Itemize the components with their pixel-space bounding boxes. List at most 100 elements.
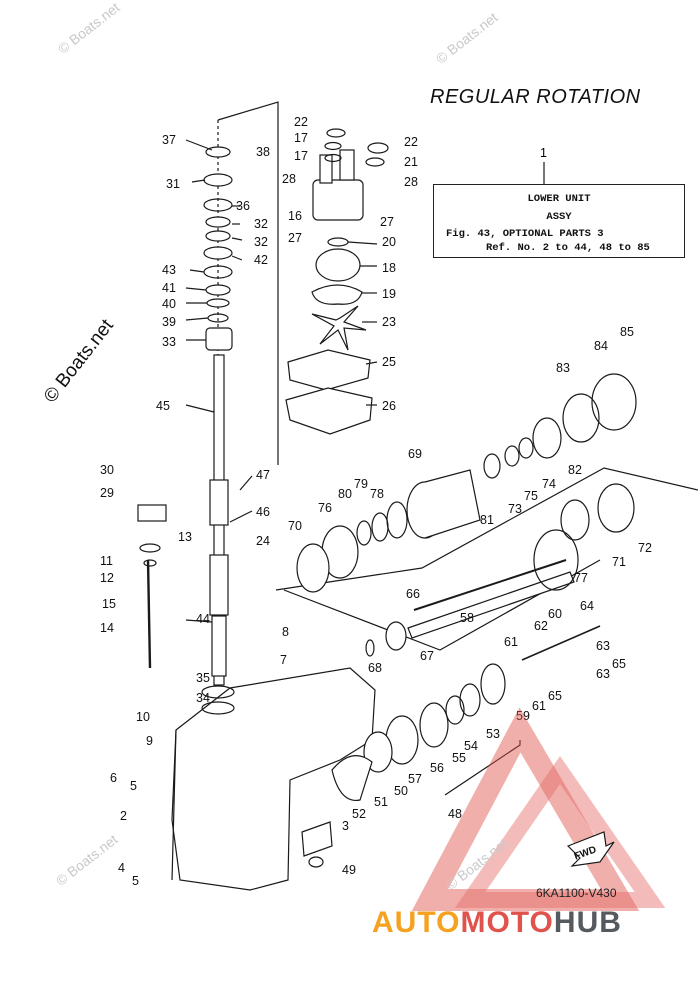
brand-wordmark: AUTOMOTOHUB (372, 906, 622, 940)
part-label-85: 85 (620, 325, 634, 339)
part-label-37: 37 (162, 133, 176, 147)
part-label-53: 53 (486, 727, 500, 741)
brand-part-3: HUB (553, 906, 622, 939)
part-label-23: 23 (382, 315, 396, 329)
part-label-32: 32 (254, 235, 268, 249)
part-label-63: 63 (596, 667, 610, 681)
part-label-61: 61 (504, 635, 518, 649)
info-line-2: ASSY (546, 211, 572, 223)
part-label-22: 22 (294, 115, 308, 129)
part-label-8: 8 (282, 625, 289, 639)
part-label-58: 58 (460, 611, 474, 625)
part-label-17: 17 (294, 149, 308, 163)
diagram-title: REGULAR ROTATION (430, 86, 641, 108)
part-label-22: 22 (404, 135, 418, 149)
diagram-code: 6KA1100-V430 (536, 886, 617, 900)
part-label-60: 60 (548, 607, 562, 621)
part-label-63: 63 (596, 639, 610, 653)
brand-part-2: MOTO (460, 906, 554, 939)
part-label-77: 77 (574, 571, 588, 585)
part-label-5: 5 (130, 779, 137, 793)
part-label-14: 14 (100, 621, 114, 635)
part-label-67: 67 (420, 649, 434, 663)
part-label-33: 33 (162, 335, 176, 349)
part-label-73: 73 (508, 502, 522, 516)
part-label-75: 75 (524, 489, 538, 503)
info-ref-number: 1 (540, 146, 547, 160)
part-label-13: 13 (178, 530, 192, 544)
part-label-11: 11 (100, 554, 113, 568)
part-label-32: 32 (254, 217, 268, 231)
part-label-15: 15 (102, 597, 116, 611)
part-label-10: 10 (136, 710, 150, 724)
part-label-41: 41 (162, 281, 176, 295)
part-label-28: 28 (282, 172, 296, 186)
part-label-26: 26 (382, 399, 396, 413)
part-labels: 2345567891011121314151617171819202122222… (100, 115, 652, 888)
brand-part-1: AUTO (372, 906, 461, 939)
part-label-20: 20 (382, 235, 396, 249)
part-label-61: 61 (532, 699, 546, 713)
part-label-34: 34 (196, 691, 210, 705)
part-label-17: 17 (294, 131, 308, 145)
part-label-52: 52 (352, 807, 366, 821)
part-label-69: 69 (408, 447, 422, 461)
info-line-1: LOWER UNIT (527, 193, 591, 205)
part-label-54: 54 (464, 739, 478, 753)
part-label-12: 12 (100, 571, 114, 585)
part-label-40: 40 (162, 297, 176, 311)
part-label-81: 81 (480, 513, 494, 527)
part-label-30: 30 (100, 463, 114, 477)
part-label-49: 49 (342, 863, 356, 877)
part-label-83: 83 (556, 361, 570, 375)
part-label-43: 43 (162, 263, 176, 277)
part-label-31: 31 (166, 177, 180, 191)
part-label-5: 5 (132, 874, 139, 888)
part-label-4: 4 (118, 861, 125, 875)
part-label-74: 74 (542, 477, 556, 491)
lower-unit-info-box: LOWER UNIT ASSY Fig. 43, OPTIONAL PARTS … (433, 184, 685, 258)
part-label-42: 42 (254, 253, 268, 267)
part-label-3: 3 (342, 819, 349, 833)
info-line-4: Ref. No. 2 to 44, 48 to 85 (486, 242, 650, 254)
part-label-72: 72 (638, 541, 652, 555)
part-label-6: 6 (110, 771, 117, 785)
part-label-19: 19 (382, 287, 396, 301)
part-label-45: 45 (156, 399, 170, 413)
part-label-76: 76 (318, 501, 332, 515)
part-label-2: 2 (120, 809, 127, 823)
part-label-24: 24 (256, 534, 270, 548)
part-label-46: 46 (256, 505, 270, 519)
part-label-82: 82 (568, 463, 582, 477)
part-label-62: 62 (534, 619, 548, 633)
part-label-9: 9 (146, 734, 153, 748)
part-label-27: 27 (288, 231, 302, 245)
part-label-65: 65 (612, 657, 626, 671)
part-label-51: 51 (374, 795, 388, 809)
part-label-38: 38 (256, 145, 270, 159)
part-label-68: 68 (368, 661, 382, 675)
part-label-21: 21 (404, 155, 418, 169)
part-label-79: 79 (354, 477, 368, 491)
part-label-80: 80 (338, 487, 352, 501)
info-line-3: Fig. 43, OPTIONAL PARTS 3 (446, 228, 604, 240)
part-label-36: 36 (236, 199, 250, 213)
part-label-50: 50 (394, 784, 408, 798)
part-label-78: 78 (370, 487, 384, 501)
part-label-47: 47 (256, 468, 270, 482)
part-label-18: 18 (382, 261, 396, 275)
part-label-25: 25 (382, 355, 396, 369)
part-label-35: 35 (196, 671, 210, 685)
part-label-27: 27 (380, 215, 394, 229)
part-label-70: 70 (288, 519, 302, 533)
fwd-arrow-icon (566, 831, 615, 867)
part-label-28: 28 (404, 175, 418, 189)
part-label-57: 57 (408, 772, 422, 786)
part-label-71: 71 (612, 555, 626, 569)
part-label-44: 44 (196, 612, 210, 626)
part-label-59: 59 (516, 709, 530, 723)
part-label-29: 29 (100, 486, 114, 500)
part-label-65: 65 (548, 689, 562, 703)
part-label-56: 56 (430, 761, 444, 775)
